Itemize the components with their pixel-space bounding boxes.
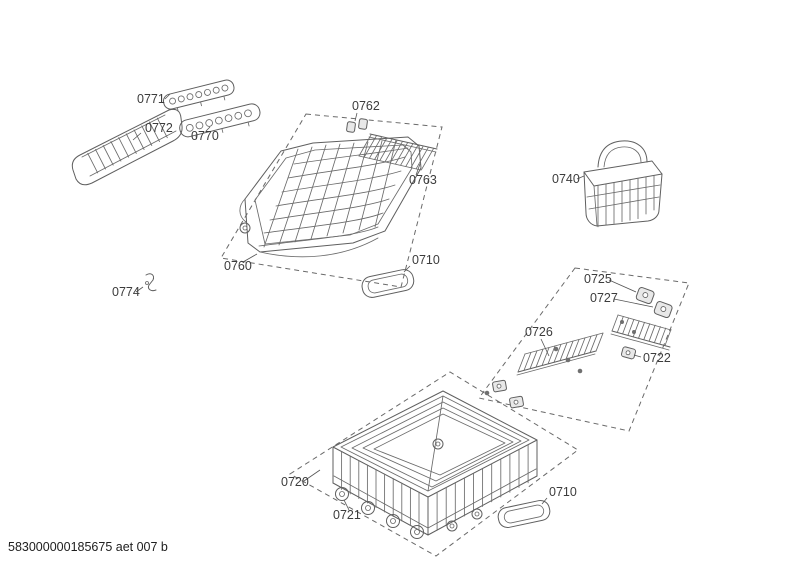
part-label-0722: 0722 (643, 351, 671, 365)
part-label-0771: 0771 (137, 92, 165, 106)
part-label-0727: 0727 (590, 291, 618, 305)
part-label-0774: 0774 (112, 285, 140, 299)
part-labels: 0771 0772 0770 0762 0763 0760 0710 0774 … (112, 92, 671, 522)
part-label-0721: 0721 (333, 508, 361, 522)
part-label-0725: 0725 (584, 272, 612, 286)
document-code: 583000000185675 aet 007 b (8, 540, 168, 554)
part-0762-clips (346, 118, 368, 133)
part-label-0763: 0763 (409, 173, 437, 187)
part-0726-fold-tines (516, 332, 604, 376)
part-label-0770: 0770 (191, 129, 219, 143)
part-0760-upper-rack (239, 136, 422, 258)
part-0771-insert-strip (162, 79, 235, 112)
part-0772-tray (71, 108, 183, 186)
part-0770-insert-strip (179, 103, 261, 140)
part-0725-clip (635, 287, 655, 305)
part-label-0720: 0720 (281, 475, 309, 489)
part-0710-upper-handle-tray (361, 269, 415, 298)
accessory-tine-row (610, 314, 672, 351)
part-label-0762: 0762 (352, 99, 380, 113)
part-0727-clip (653, 301, 673, 319)
small-pins (620, 320, 636, 334)
part-label-0772: 0772 (145, 121, 173, 135)
small-brackets (492, 379, 524, 409)
part-label-0740: 0740 (552, 172, 580, 186)
leader-lines (132, 93, 654, 511)
accessory-set-boundary (478, 267, 690, 432)
part-label-0710-upper: 0710 (412, 253, 440, 267)
part-0721-rollers (335, 487, 483, 539)
part-0740-cutlery-basket (583, 140, 663, 228)
small-screws (484, 346, 583, 396)
part-label-0760: 0760 (224, 259, 252, 273)
part-0722-clip (621, 346, 637, 360)
part-0763-fold-tines (358, 133, 438, 171)
upper-rack-boundary (220, 113, 443, 288)
part-0720-lower-rack (332, 390, 538, 536)
lower-rack-boundary (289, 371, 579, 557)
part-label-0710-lower: 0710 (549, 485, 577, 499)
part-label-0726: 0726 (525, 325, 553, 339)
part-0710-lower-handle-tray (497, 499, 551, 529)
part-0774-clip (145, 273, 157, 292)
